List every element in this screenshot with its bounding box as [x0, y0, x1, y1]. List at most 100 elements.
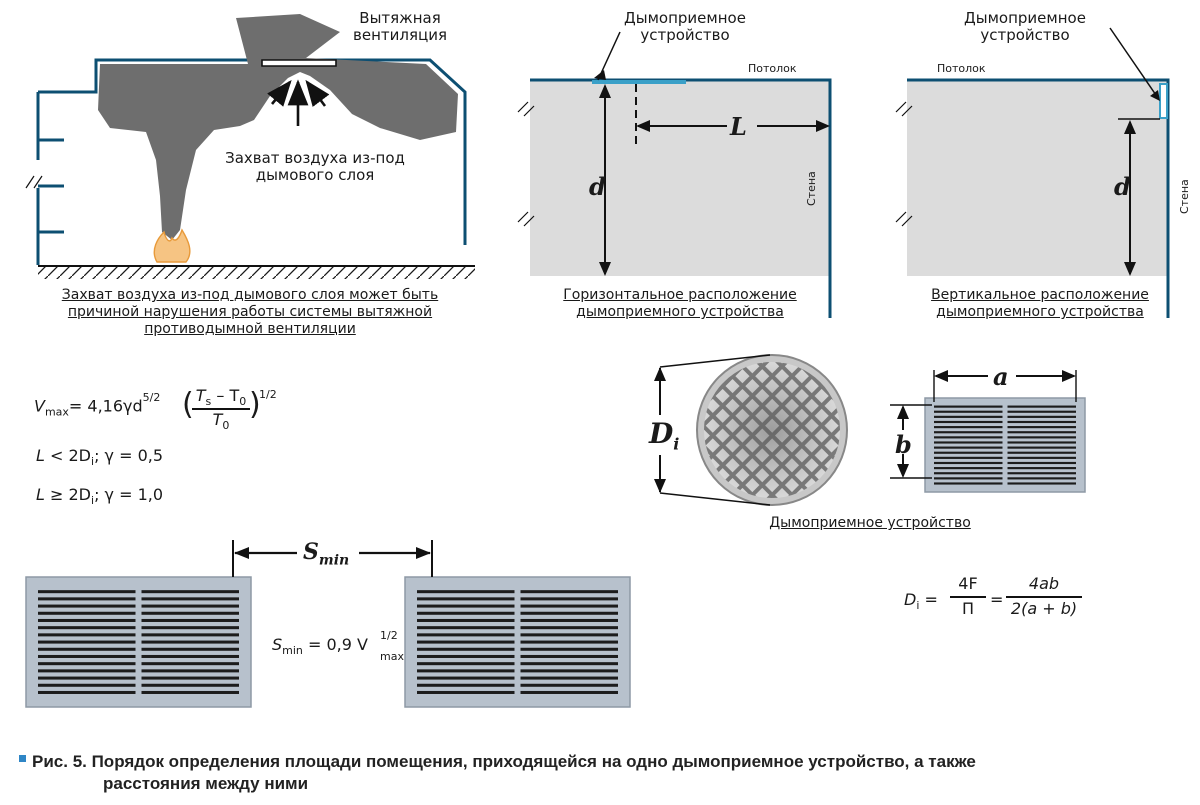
grille-slot [417, 604, 515, 608]
formula-di-d2: 2(a + b) [1010, 599, 1078, 618]
device-label-p3: Дымоприемное устройство [950, 10, 1100, 44]
smoke-layer [98, 14, 458, 240]
grille-slot [141, 604, 239, 608]
horizontal-placement-panel [517, 31, 832, 318]
grille-slot [141, 690, 239, 694]
grille-slot [417, 618, 515, 622]
device-leader-line [1109, 27, 1159, 99]
panel1-caption-line1: Захват воздуха из-под дымового слоя може… [61, 287, 439, 303]
grille-slot [934, 441, 1003, 444]
ceiling-label-p2: Потолок [748, 62, 797, 75]
device-label-p3-line1: Дымоприемное [964, 9, 1086, 27]
grille-slot [934, 405, 1003, 408]
panel1-caption: Захват воздуха из-под дымового слоя може… [30, 287, 470, 338]
exhaust-duct [261, 59, 337, 67]
device-label-p2-line2: устройство [640, 26, 730, 44]
grille-slot [934, 415, 1003, 418]
grille-slot [520, 604, 618, 608]
grille-slot [934, 410, 1003, 413]
panel2-caption: Горизонтальное расположение дымоприемног… [555, 287, 805, 321]
grille-slot [141, 647, 239, 651]
grille-slot [417, 662, 515, 666]
caption-accent-square [19, 755, 26, 762]
grille-slot [520, 662, 618, 666]
formula-di: Di = [904, 590, 938, 613]
suction-arrows [267, 79, 330, 126]
grille-slot [417, 654, 515, 658]
dim-a-label: a [993, 362, 1009, 391]
grille-slot [520, 590, 618, 594]
grille-slot [1007, 420, 1076, 424]
formula-smin-sup: 1/2 [380, 629, 398, 642]
grille-slot [520, 654, 618, 658]
dim-smin-label: Smin [303, 539, 350, 569]
grille-slot [38, 611, 136, 615]
grille-slot [417, 676, 515, 680]
panel3-caption-line1: Вертикальное расположение [931, 287, 1149, 303]
grille-slot [38, 604, 136, 608]
panel3-caption: Вертикальное расположение дымоприемного … [915, 287, 1165, 321]
grille-slot [141, 597, 239, 601]
grille-slot [38, 633, 136, 637]
dim-di-label: Di [649, 417, 680, 454]
grille-slot [38, 690, 136, 694]
wall-device [1159, 83, 1168, 119]
formula-vmax-den: T0 [212, 410, 230, 433]
panel1-caption-line3: противодымной вентиляции [144, 321, 356, 337]
devices-caption: Дымоприемное устройство [769, 515, 971, 531]
grille-slot [1007, 451, 1076, 454]
grille-slot [1007, 446, 1076, 449]
grille-slot [520, 626, 618, 630]
formula-vmax: Vmax= 4,16γd5/2 [34, 391, 161, 419]
figure-caption-line1: Рис. 5. Порядок определения площади поме… [32, 752, 976, 771]
grille-slot [1007, 456, 1076, 459]
grille-slot [520, 640, 618, 644]
formula-smin-sub: max [380, 650, 404, 663]
floor-hatch [38, 267, 475, 279]
grille-slot [417, 690, 515, 694]
ceiling-wall-line [907, 78, 1170, 318]
grille-slot [934, 472, 1003, 475]
grille-slot [1007, 477, 1076, 480]
grille-slot [934, 461, 1003, 465]
grille-slot [141, 683, 239, 687]
grille-slot [38, 683, 136, 687]
grille-slot [520, 683, 618, 687]
grille-slot [1007, 431, 1076, 434]
grille-slot [141, 654, 239, 658]
formula-di-eq2: = [990, 590, 1004, 609]
grille-slot [38, 669, 136, 673]
dim-d-label-p3: d [1114, 172, 1131, 201]
grille-slot [38, 626, 136, 630]
panel3-caption-line2: дымоприемного устройства [936, 304, 1144, 320]
grille-slot [141, 676, 239, 680]
capture-label: Захват воздуха из-под дымового слоя [205, 150, 425, 184]
grille-slot [1007, 410, 1076, 413]
grille-slot [417, 640, 515, 644]
formula-smin: Smin = 0,9 V [272, 635, 368, 658]
panel2-caption-line2: дымоприемного устройства [576, 304, 784, 320]
exhaust-label: Вытяжная вентиляция [340, 10, 460, 44]
formula-vmax-exp: 1/2 [259, 388, 277, 401]
grille-slot [1007, 472, 1076, 475]
exhaust-label-line2: вентиляция [353, 26, 447, 44]
grille-slot [38, 647, 136, 651]
round-grille-device [646, 354, 848, 506]
formula-di-d1: П [961, 599, 975, 618]
grille-slot [38, 597, 136, 601]
grille-slot [417, 597, 515, 601]
grille-slot [520, 647, 618, 651]
grille-slot [520, 618, 618, 622]
grille-slot [38, 676, 136, 680]
grille-slot [417, 683, 515, 687]
grille-slot [38, 618, 136, 622]
dim-l-label: L [730, 112, 747, 141]
grille-slot [1007, 436, 1076, 439]
grille-slot [141, 640, 239, 644]
grille-slot [417, 590, 515, 594]
grille-slot [934, 420, 1003, 424]
left-wall-stubs [36, 92, 64, 265]
formula-cond2: L ≥ 2Di; γ = 1,0 [36, 485, 164, 508]
grille-slot [520, 597, 618, 601]
